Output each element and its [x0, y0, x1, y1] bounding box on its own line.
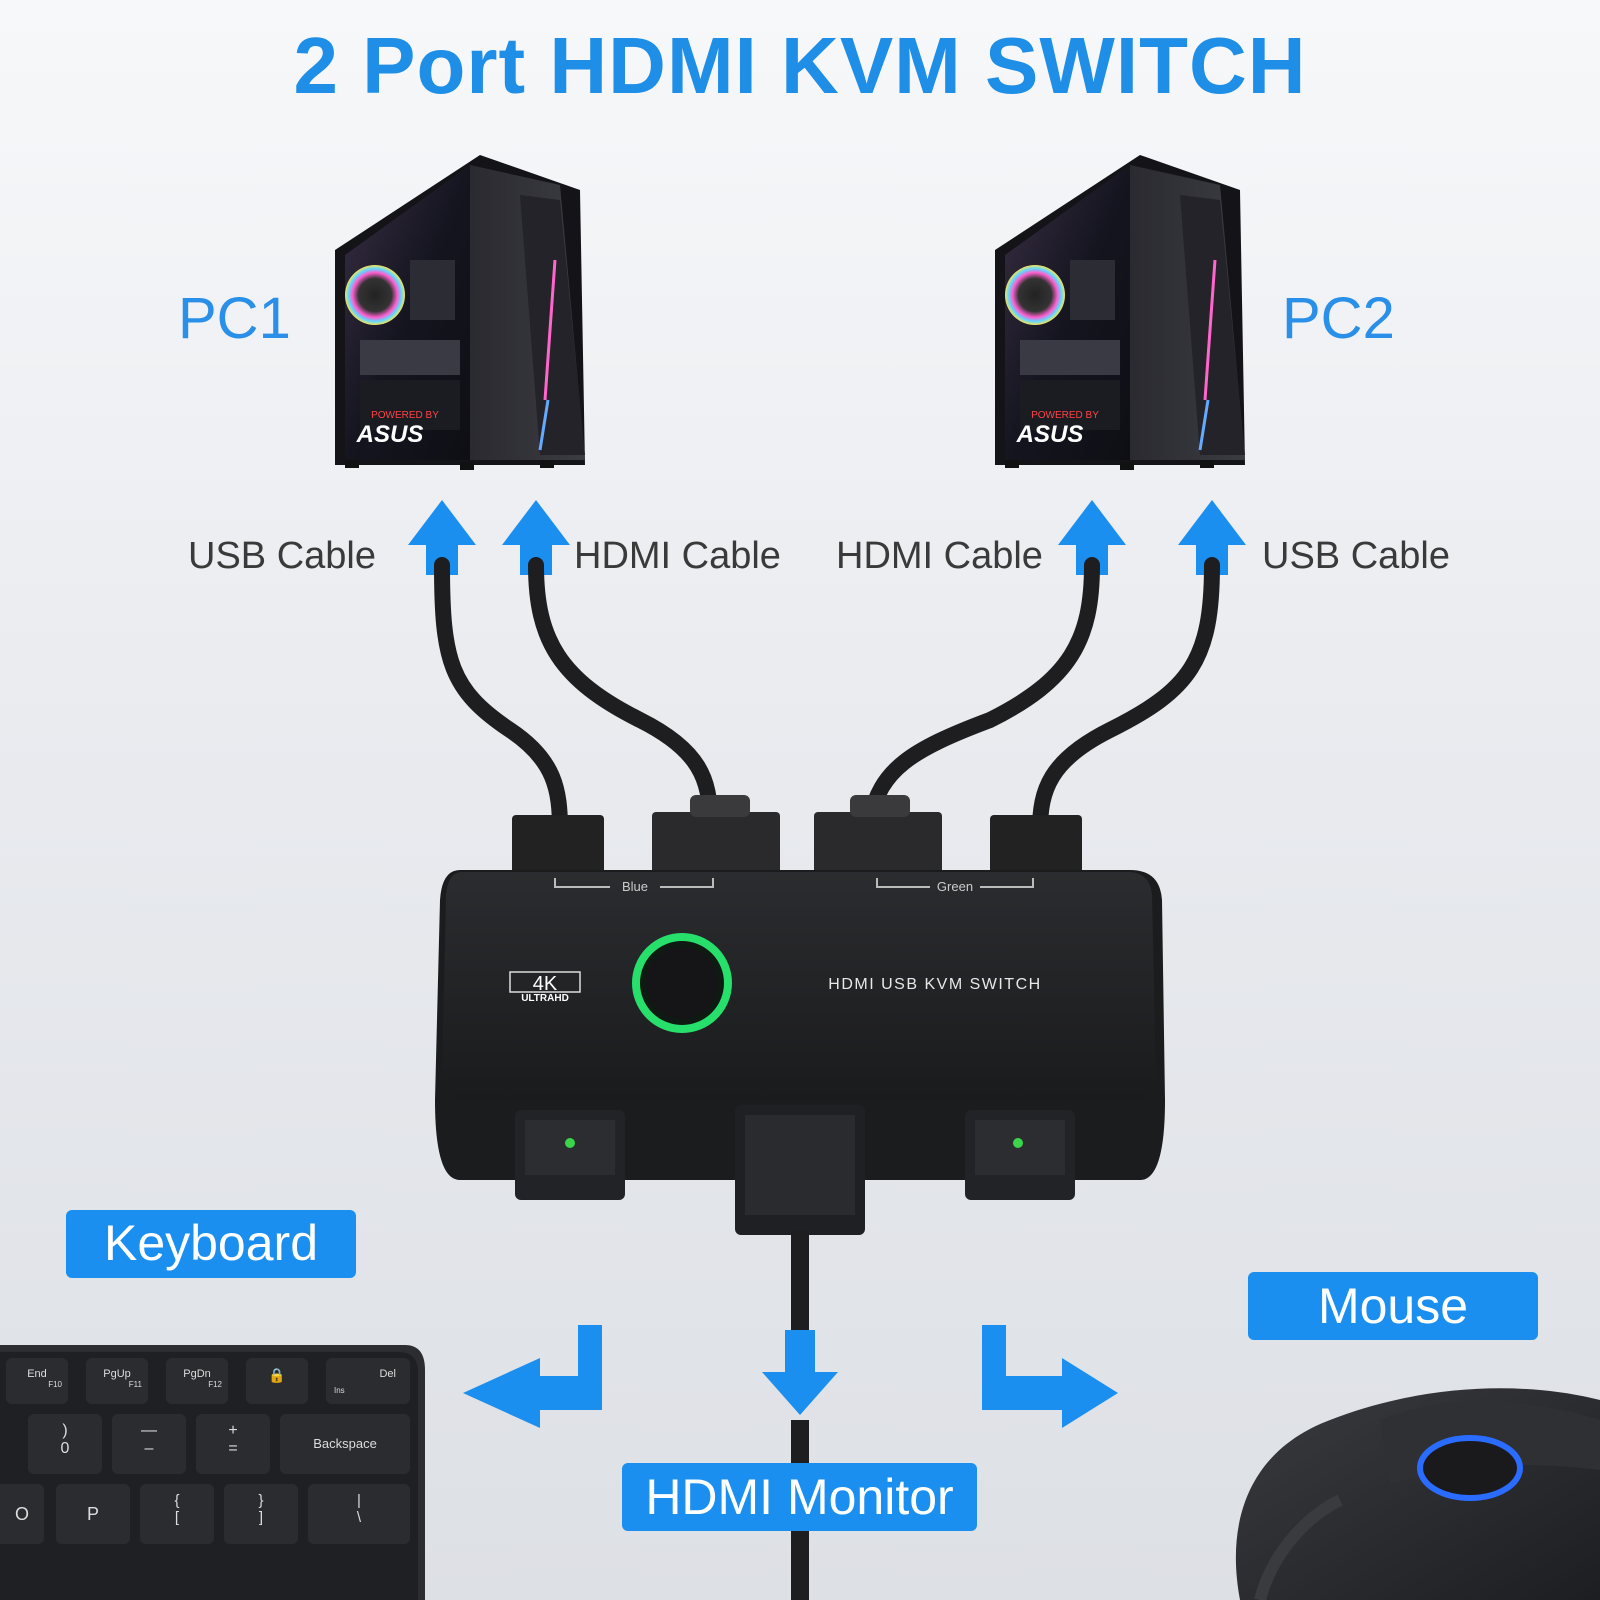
kvm-switch: Blue Green 4K ULTRAHD HDMI USB KVM SWITC… [435, 870, 1165, 1180]
pc2-tower: POWERED BY ASUS [995, 155, 1245, 470]
key-end: End F10 [6, 1358, 68, 1404]
arrow-down-icon [762, 1330, 838, 1415]
mouse-label: Mouse [1248, 1272, 1538, 1340]
pc2-brand-logo: ASUS [1016, 421, 1084, 448]
key-del: Del Ins [326, 1358, 410, 1404]
pc1-tower: POWERED BY ASUS [335, 155, 585, 470]
top-connectors [512, 795, 1082, 878]
key-pgup: PgUp F11 [86, 1358, 148, 1404]
pc2-usb-cable-label: USB Cable [1262, 535, 1450, 577]
port-group-blue-label: Blue [622, 879, 648, 894]
pc1-brand-logo: ASUS [356, 421, 424, 448]
page-title: 2 Port HDMI KVM SWITCH [293, 21, 1307, 110]
key-p: P [56, 1484, 130, 1544]
port-group-green-label: Green [937, 879, 973, 894]
arrow-up-icon [502, 500, 570, 575]
arrow-left-icon [463, 1325, 602, 1428]
badge-ultrahd-text: ULTRAHD [521, 993, 569, 1004]
pc1-label: PC1 [178, 286, 291, 351]
badge-4k-text: 4K [533, 973, 558, 995]
arrow-up-icon [1178, 500, 1246, 575]
mouse-illustration [1235, 1388, 1600, 1600]
key-pgdn: PgDn F12 [166, 1358, 228, 1404]
keyboard-label: Keyboard [66, 1210, 356, 1278]
pc2-label: PC2 [1282, 286, 1395, 351]
up-arrows [408, 500, 1246, 575]
front-connectors [515, 1105, 1075, 1235]
arrow-up-icon [408, 500, 476, 575]
key-lock: 🔒 [246, 1358, 308, 1404]
switch-name-text: HDMI USB KVM SWITCH [828, 976, 1041, 993]
key-equals: + = [196, 1414, 270, 1474]
keyboard-keys: End F10 PgUp F11 PgDn F12 🔒 Del Ins ) 0 … [0, 1358, 418, 1600]
key-bracket-left: { [ [140, 1484, 214, 1544]
hdmi-monitor-label: HDMI Monitor [622, 1463, 977, 1531]
pc1-usb-cable-label: USB Cable [188, 535, 376, 577]
pc1-brand-prefix: POWERED BY [371, 410, 439, 421]
mouse-port-led-icon [1013, 1138, 1023, 1148]
arrow-right-icon [982, 1325, 1118, 1428]
4k-badge [509, 971, 581, 993]
arrow-up-icon [1058, 500, 1126, 575]
key-bracket-right: } ] [224, 1484, 298, 1544]
key-minus: — – [112, 1414, 186, 1474]
pc2-brand-prefix: POWERED BY [1031, 410, 1099, 421]
key-backspace: Backspace [280, 1414, 410, 1474]
pc1-hdmi-cable-label: HDMI Cable [574, 535, 781, 577]
pc2-hdmi-cable-label: HDMI Cable [836, 535, 1043, 577]
key-o: O [0, 1484, 44, 1544]
lock-icon: 🔒 [268, 1367, 286, 1383]
keyboard-port-led-icon [565, 1138, 575, 1148]
upstream-cables [434, 557, 1220, 838]
key-backslash: | \ [308, 1484, 410, 1544]
key-0: ) 0 [28, 1414, 102, 1474]
